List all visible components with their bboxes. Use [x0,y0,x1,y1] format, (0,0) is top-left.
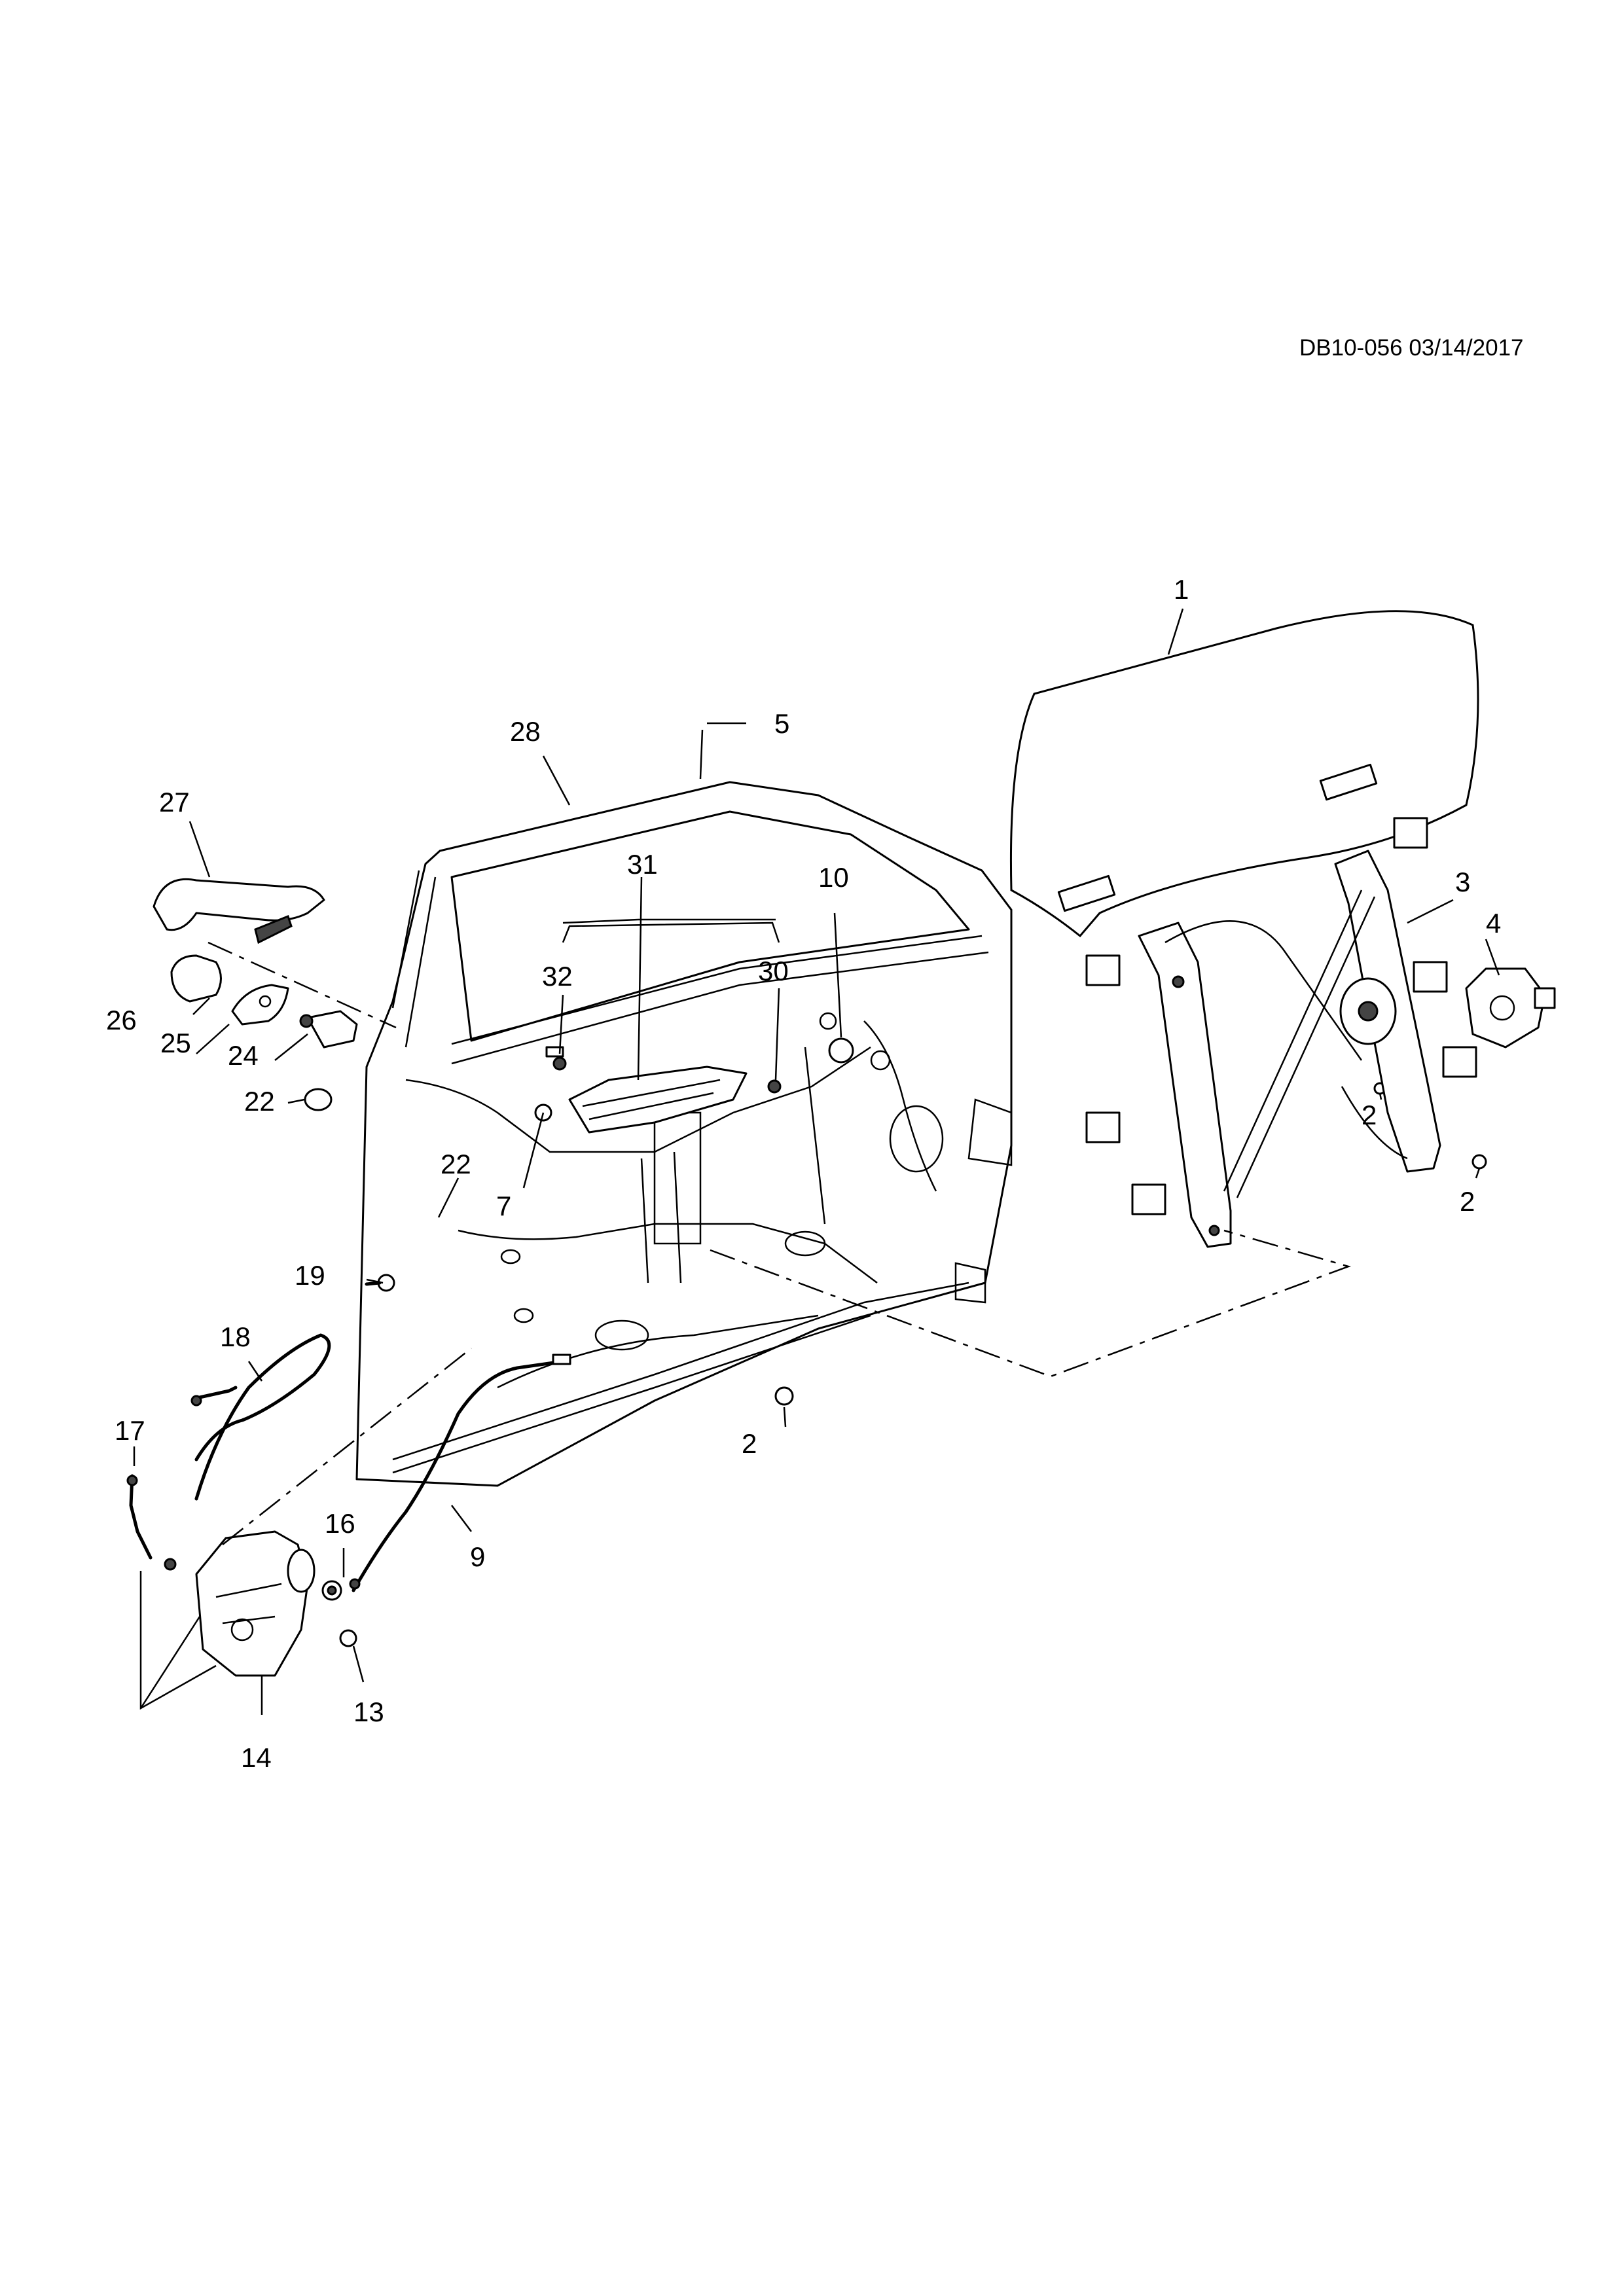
callout-22-upper: 22 [244,1086,275,1117]
callout-24: 24 [228,1040,259,1071]
callout-1: 1 [1174,574,1189,605]
callout-2-regulator-lower: 2 [1460,1186,1475,1217]
outside-handle-drawing [153,878,325,944]
lock-cylinder-drawing [299,1010,358,1049]
plug-drawing [304,1088,333,1111]
handle-cap-drawing [170,954,289,1026]
callout-22-lower: 22 [441,1149,471,1179]
callout-32: 32 [542,961,573,992]
plug-10-drawing [828,1037,854,1064]
inside-handle-drawing [545,1046,782,1134]
fasteners-drawing [321,1082,1487,1647]
leader-lines [133,608,1500,1715]
callout-9: 9 [470,1541,485,1572]
window-regulator-drawing [1085,817,1477,1248]
callout-10: 10 [818,862,849,893]
door-lock-drawing [164,1530,316,1677]
callout-4: 4 [1486,908,1501,939]
callout-7: 7 [496,1191,511,1221]
phantom-lines [208,941,1351,1545]
document-reference: DB10-056 03/14/2017 [1299,335,1524,361]
callout-28: 28 [510,716,541,747]
callout-2-door: 2 [742,1428,757,1459]
door-shell-drawing [355,781,1013,1487]
callout-16: 16 [325,1508,355,1539]
callout-3: 3 [1455,867,1470,897]
callout-30: 30 [758,956,789,986]
callout-25: 25 [160,1028,191,1058]
callout-19: 19 [295,1260,325,1291]
callout-31: 31 [627,849,658,880]
callout-18: 18 [220,1321,251,1352]
callout-5: 5 [774,708,789,739]
callout-2-regulator-upper: 2 [1362,1100,1377,1130]
window-glass-drawing [1009,610,1479,938]
callout-17: 17 [115,1415,145,1446]
lock-rod-drawing [126,1474,153,1560]
callout-26: 26 [106,1005,137,1035]
window-motor-drawing [1465,967,1556,1049]
callout-14: 14 [241,1742,272,1773]
callout-27: 27 [159,787,190,817]
callout-13: 13 [353,1696,384,1727]
callout-labels: 1 2 2 2 3 4 5 7 9 10 13 14 16 17 18 19 2… [106,574,1501,1773]
cables-drawing [190,1333,571,1592]
